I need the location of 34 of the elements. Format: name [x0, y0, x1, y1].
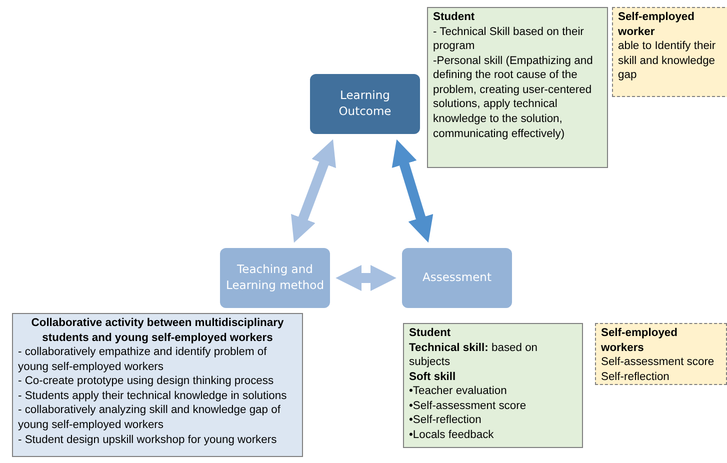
note-heading: Collaborative activity between multidisciplinary students and young self-employed workers — [30, 316, 285, 346]
note-text: -Personal skill (Empathizing and defining the root cause of the problem, creating user-centered solutions, apply technical knowledge to the solution, communicating effectively) — [433, 54, 594, 142]
box-label: Assessment — [422, 270, 492, 286]
note-text: Soft skill — [409, 370, 457, 384]
double-arrow — [392, 139, 434, 243]
note-text: Self-assessment score — [601, 355, 716, 370]
student-outcome-note — [427, 7, 608, 168]
note-text: - Students apply their technical knowledge in solutions — [18, 388, 288, 404]
note-text: - Student design upskill workshop for young workers — [18, 432, 278, 448]
note-text: - Co-create prototype using design thinking process — [18, 374, 275, 389]
note-heading: Student — [433, 10, 476, 25]
note-text: •Teacher evaluation — [409, 384, 508, 399]
note-text: Self-reflection — [601, 370, 670, 384]
method-box — [220, 248, 330, 308]
note-heading: Student — [409, 326, 452, 341]
note-text: •Self-assessment score — [409, 398, 528, 414]
box-label: Learning Outcome — [338, 88, 392, 120]
note-text: •Self-reflection — [409, 413, 482, 428]
note-text: able to Identify their skill and knowledge gap — [618, 39, 717, 83]
note-text: •Locals feedback — [409, 428, 495, 442]
worker-assessment-note — [595, 323, 727, 385]
assessment-box — [402, 248, 512, 308]
box-label: Teaching and Learning method — [225, 262, 325, 294]
activity-note — [12, 313, 303, 457]
note-text: - collaboratively analyzing skill and knowledge gap of young self-employed workers — [18, 403, 282, 432]
note-text: Technical skill: based on subjects — [409, 340, 539, 370]
note-text: - Technical Skill based on their program — [433, 24, 585, 54]
outcome-box — [310, 74, 420, 134]
double-arrow — [336, 265, 396, 291]
student-assessment-note — [403, 323, 583, 448]
note-text: - collaboratively empathize and identify problem of young self-employed workers — [18, 345, 268, 374]
worker-outcome-note — [612, 7, 727, 97]
double-arrow — [291, 139, 336, 243]
note-heading: Self-employed workers — [601, 326, 678, 356]
